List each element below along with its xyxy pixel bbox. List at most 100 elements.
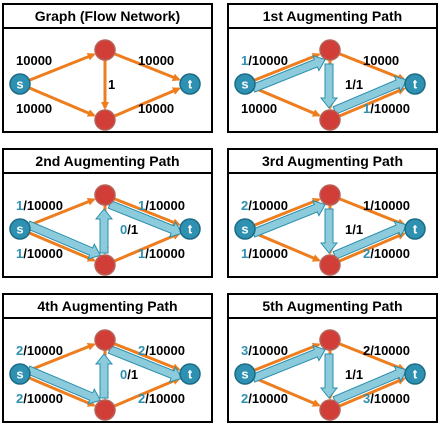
source-node-label: s xyxy=(16,77,23,92)
panel-title: 3rd Augmenting Path xyxy=(229,150,436,174)
capacity-value: 1/1 xyxy=(345,222,363,237)
flow-value: 3 xyxy=(241,343,248,358)
capacity-value: /10000 xyxy=(23,343,63,358)
edge-label-top-t: 2/10000 xyxy=(363,343,410,358)
edge-s-bot xyxy=(253,231,321,262)
edge-top-t xyxy=(113,342,181,372)
capacity-value: /10000 xyxy=(145,391,185,406)
flow-value: 2 xyxy=(138,343,145,358)
edge-label-bot-t: 1/10000 xyxy=(138,246,185,261)
source-node-label: s xyxy=(241,77,248,92)
capacity-value: 1 xyxy=(108,77,115,92)
edge-label-top-t: 2/10000 xyxy=(138,343,185,358)
flow-value: 1 xyxy=(363,101,370,116)
edge-bot-t xyxy=(338,87,406,118)
edge-label-top-t: 10000 xyxy=(138,53,174,68)
edge-label-s-bot: 1/10000 xyxy=(16,246,63,261)
node-bottom xyxy=(319,254,341,276)
capacity-value: /10000 xyxy=(23,246,63,261)
edge-s-bot xyxy=(28,86,96,117)
edge-label-s-top: 3/10000 xyxy=(241,343,288,358)
panel-title: Graph (Flow Network) xyxy=(4,5,211,29)
edge-s-top xyxy=(253,197,321,227)
edge-s-top xyxy=(28,52,96,82)
edge-label-s-bot: 10000 xyxy=(16,101,52,116)
edge-label-top-t: 10000 xyxy=(363,53,399,68)
edge-label-mid: 1 xyxy=(108,77,115,92)
edge-label-mid: 1/1 xyxy=(345,222,363,237)
capacity-value: /10000 xyxy=(145,246,185,261)
capacity-value: /10000 xyxy=(370,101,410,116)
flow-value: 1 xyxy=(16,198,23,213)
sink-node xyxy=(404,218,426,240)
edge-label-s-top: 2/10000 xyxy=(16,343,63,358)
edge-top-t xyxy=(338,52,406,82)
sink-node-label: t xyxy=(188,367,193,382)
augmenting-path-arrow xyxy=(251,55,326,93)
capacity-value: /10000 xyxy=(145,198,185,213)
edge-label-mid: 1/1 xyxy=(345,367,363,382)
source-node xyxy=(234,363,256,385)
capacity-value: 10000 xyxy=(138,101,174,116)
capacity-value: /10000 xyxy=(248,391,288,406)
edge-s-top xyxy=(253,342,321,372)
edge-top-t xyxy=(338,197,406,227)
source-node xyxy=(9,218,31,240)
edge-s-top xyxy=(253,52,321,82)
edge-label-mid: 0/1 xyxy=(120,367,138,382)
edge-s-top xyxy=(28,197,96,227)
augmenting-path-arrow xyxy=(251,200,326,238)
flow-value: 2 xyxy=(138,391,145,406)
edge-s-bot xyxy=(28,231,96,262)
capacity-value: 2/10000 xyxy=(363,343,410,358)
capacity-value: 1/1 xyxy=(345,367,363,382)
flow-value: 1 xyxy=(138,198,145,213)
edge-s-top xyxy=(28,342,96,372)
flow-value: 1 xyxy=(138,246,145,261)
source-node xyxy=(9,73,31,95)
augmenting-path-arrow xyxy=(319,353,339,399)
capacity-value: 10000 xyxy=(16,53,52,68)
edge-bot-t xyxy=(113,377,181,408)
augmenting-path-arrow xyxy=(107,345,183,383)
source-node xyxy=(234,218,256,240)
capacity-value: /10000 xyxy=(248,343,288,358)
capacity-value: 10000 xyxy=(241,101,277,116)
sink-node-label: t xyxy=(413,77,418,92)
capacity-value: /10000 xyxy=(370,391,410,406)
sink-node xyxy=(404,363,426,385)
edge-s-bot xyxy=(253,86,321,117)
capacity-value: 1/1 xyxy=(345,77,363,92)
flow-value: 2 xyxy=(16,343,23,358)
capacity-value: /10000 xyxy=(23,391,63,406)
edge-label-s-bot: 10000 xyxy=(241,101,277,116)
capacity-value: 10000 xyxy=(138,53,174,68)
edge-top-t xyxy=(113,52,181,82)
augmenting-path-arrow xyxy=(332,220,408,260)
flow-value: 1 xyxy=(16,246,23,261)
node-top xyxy=(319,329,341,351)
node-bottom xyxy=(94,399,116,421)
edge-bot-t xyxy=(338,377,406,408)
source-node xyxy=(9,363,31,385)
source-node-label: s xyxy=(241,222,248,237)
panel-title: 2nd Augmenting Path xyxy=(4,150,211,174)
capacity-value: /10000 xyxy=(248,246,288,261)
edge-label-s-top: 1/10000 xyxy=(16,198,63,213)
capacity-value: 10000 xyxy=(16,101,52,116)
flow-value: 2 xyxy=(16,391,23,406)
edge-label-s-top: 10000 xyxy=(16,53,52,68)
flow-value: 1 xyxy=(241,53,248,68)
augmenting-path-arrow xyxy=(26,365,102,405)
sink-node xyxy=(404,73,426,95)
augmenting-path-arrow xyxy=(332,365,408,405)
sink-node-label: t xyxy=(188,222,193,237)
node-top xyxy=(94,329,116,351)
edge-s-bot xyxy=(253,376,321,407)
